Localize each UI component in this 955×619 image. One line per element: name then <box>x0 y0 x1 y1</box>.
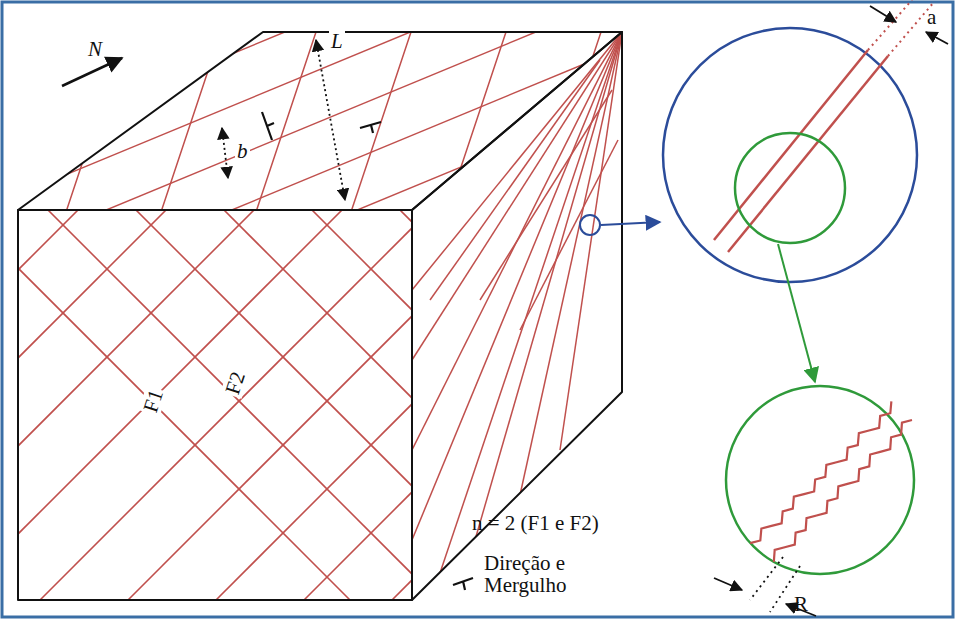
fracture-line <box>0 0 376 600</box>
fracture-line <box>0 0 438 600</box>
strike-dip-symbol <box>262 112 473 590</box>
fracture-line <box>630 0 955 600</box>
fracture-line <box>520 140 618 330</box>
label: n = 2 (F1 e F2) <box>470 512 601 534</box>
fracture-line <box>40 0 640 600</box>
fracture-line <box>0 0 700 202</box>
label: Direção e Mergulho <box>482 552 596 596</box>
fracture-line <box>480 0 955 600</box>
fracture-line <box>480 90 612 300</box>
fracture-line <box>128 0 728 600</box>
fracture-line <box>155 20 225 230</box>
cube-outline <box>18 32 622 600</box>
fracture-line <box>392 0 955 600</box>
persistence-dimension <box>316 40 345 200</box>
fracture-line <box>345 20 415 230</box>
fracture-line <box>560 32 622 450</box>
fracture-set-top <box>0 0 700 462</box>
fracture-line <box>430 60 600 300</box>
label: F1 <box>139 385 168 417</box>
fracture-line <box>568 0 955 600</box>
fracture-line <box>60 20 130 230</box>
fracture-line <box>440 32 622 573</box>
fracture-set-front <box>0 0 955 600</box>
fracture-line <box>366 0 955 600</box>
fracture-set-right <box>412 32 622 573</box>
fracture-line <box>102 0 702 600</box>
fracture-line <box>0 0 200 600</box>
fracture-line <box>656 0 955 600</box>
fracture-line <box>0 0 350 600</box>
fracture-line <box>0 0 526 600</box>
sample-circle <box>580 215 600 235</box>
spacing-dimension <box>222 128 228 178</box>
aperture-zoom <box>663 0 948 282</box>
north-arrow <box>62 58 122 86</box>
label: b <box>235 140 250 162</box>
fracture-line <box>0 0 552 600</box>
fracture-line <box>440 20 510 230</box>
fracture-line <box>0 0 288 600</box>
zoom-arrow <box>601 222 660 225</box>
fracture-line <box>542 0 955 600</box>
fracture-line <box>412 32 622 290</box>
fracture-line <box>0 16 700 306</box>
fracture-line <box>454 0 955 600</box>
fracture-line <box>14 0 614 600</box>
label: a <box>925 6 938 28</box>
fracture-line <box>412 32 622 540</box>
fracture-line <box>412 32 622 450</box>
roughness-zoom <box>714 386 914 616</box>
fracture-line <box>412 32 622 360</box>
label: R <box>792 593 810 615</box>
zoom-arrow <box>778 244 815 382</box>
label: L <box>329 30 345 52</box>
fracture-line <box>250 20 320 230</box>
fracture-line <box>0 120 700 410</box>
label: N <box>86 38 104 60</box>
